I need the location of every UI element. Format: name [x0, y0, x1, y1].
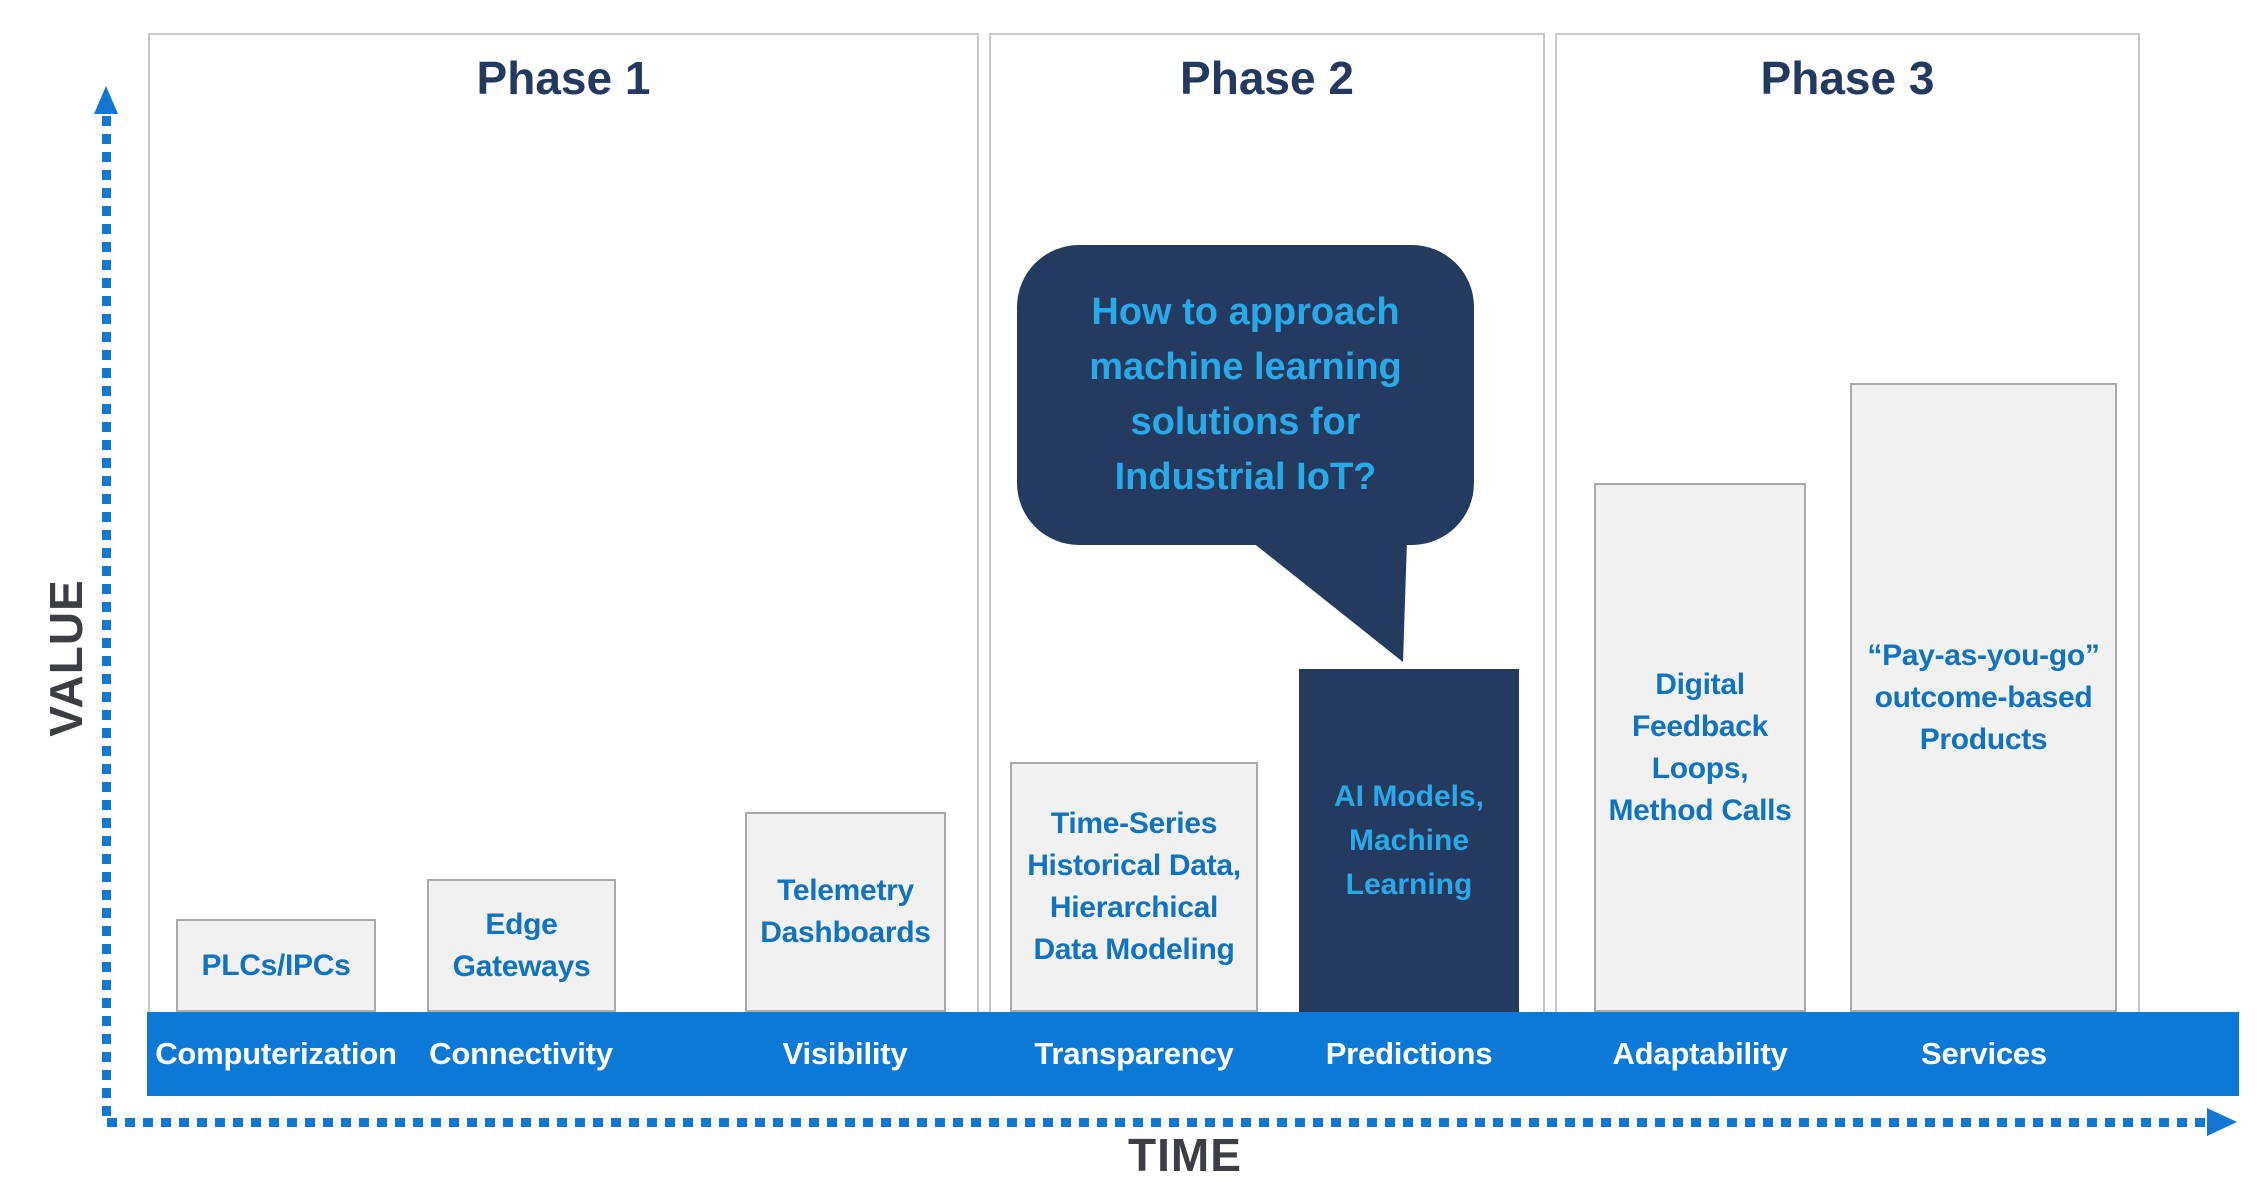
box-digital-feedback-loops-label: Digital Feedback Loops, Method Calls [1608, 667, 1792, 827]
box-edge-gateways: Edge Gateways [427, 879, 616, 1012]
stage-label-computerization: Computerization [155, 1036, 397, 1071]
box-digital-feedback-loops: Digital Feedback Loops, Method Calls [1594, 483, 1806, 1012]
value-axis-line [102, 116, 111, 1120]
box-ai-models-machine-learning-label: AI Models, Machine Learning [1333, 779, 1484, 901]
stage-label-predictions: Predictions [1325, 1036, 1493, 1071]
value-axis-label: VALUE [40, 579, 92, 737]
speech-bubble: How to approach machine learning solutio… [1017, 245, 1474, 545]
value-axis-arrow-icon [94, 86, 118, 114]
box-pay-as-you-go-products: “Pay-as-you-go” outcome-based Products [1850, 383, 2117, 1012]
box-time-series-data: Time-Series Historical Data, Hierarchica… [1010, 762, 1258, 1012]
box-telemetry-dashboards-label: Telemetry Dashboards [760, 874, 931, 949]
box-plcs-ipcs: PLCs/IPCs [176, 919, 376, 1012]
phase-3-title: Phase 3 [1760, 52, 1935, 104]
speech-bubble-text: How to approach machine learning solutio… [1089, 291, 1402, 498]
time-axis-line [107, 1118, 2207, 1127]
box-plcs-ipcs-label: PLCs/IPCs [201, 948, 351, 982]
box-ai-models-machine-learning: AI Models, Machine Learning [1299, 669, 1519, 1012]
time-axis-label: TIME [1128, 1129, 1242, 1181]
stage-label-services: Services [1921, 1036, 2047, 1071]
phase-2-title: Phase 2 [1180, 52, 1354, 104]
box-edge-gateways-label: Edge Gateways [452, 907, 591, 983]
speech-bubble-tail [1247, 538, 1407, 662]
box-pay-as-you-go-products-label: “Pay-as-you-go” outcome-based Products [1867, 638, 2100, 756]
box-telemetry-dashboards: Telemetry Dashboards [745, 812, 946, 1012]
stage-label-visibility: Visibility [782, 1036, 908, 1071]
maturity-bar: Computerization Connectivity Visibility … [147, 1012, 2239, 1096]
phase-1-title: Phase 1 [476, 52, 651, 104]
box-time-series-data-label: Time-Series Historical Data, Hierarchica… [1027, 807, 1241, 966]
time-axis-arrow-icon [2207, 1108, 2237, 1136]
stage-label-connectivity: Connectivity [429, 1036, 613, 1071]
stage-label-transparency: Transparency [1034, 1036, 1234, 1071]
stage-label-adaptability: Adaptability [1612, 1036, 1788, 1071]
